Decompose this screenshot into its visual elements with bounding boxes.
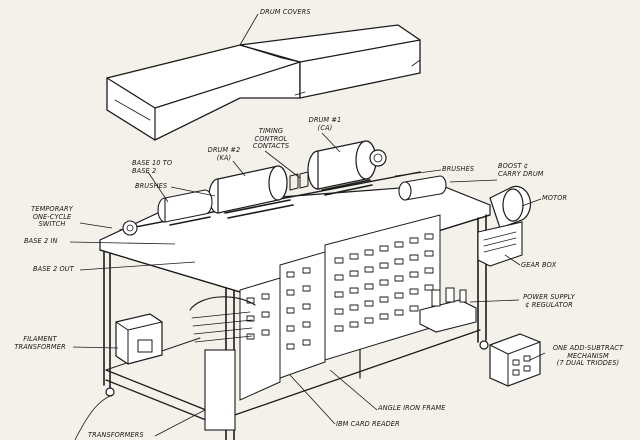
label-drum-covers: DRUM COVERS xyxy=(260,8,311,16)
label-angle-iron-frame: ANGLE IRON FRAME xyxy=(378,404,446,412)
label-ibm-card-reader: IBM CARD READER xyxy=(336,420,400,428)
label-temporary-one-cycle-switch: TEMPORARY ONE-CYCLE SWITCH xyxy=(31,205,73,229)
label-boost-carry-drum: BOOST ¢ CARRY DRUM xyxy=(498,162,544,178)
label-power-supply-regulator: POWER SUPPLY ¢ REGULATOR xyxy=(523,293,575,309)
label-one-add-subtract-mechanism: ONE ADD-SUBTRACT MECHANISM (7 DUAL TRIOD… xyxy=(552,344,624,368)
label-brushes-left: BRUSHES xyxy=(135,182,168,190)
drum-assembly-illustration xyxy=(119,140,421,236)
label-base-2-in: BASE 2 IN xyxy=(24,237,58,245)
label-timing-control-contacts: TIMING CONTROL CONTACTS xyxy=(252,127,290,151)
label-drum-1: DRUM #1 (CA) xyxy=(308,116,342,132)
power-supply-illustration xyxy=(419,287,477,333)
label-motor: MOTOR xyxy=(542,194,568,202)
label-drum-2: DRUM #2 (KA) xyxy=(207,146,241,162)
add-subtract-module-illustration xyxy=(489,333,541,387)
drum-covers-illustration xyxy=(106,13,421,141)
leader-lines xyxy=(69,132,546,440)
label-transformers: TRANSFORMERS xyxy=(88,431,144,439)
label-gear-box: GEAR BOX xyxy=(521,261,557,269)
vacuum-tube-panels-illustration xyxy=(239,214,441,401)
label-brushes-right: BRUSHES xyxy=(442,165,475,173)
label-filament-transformer: FILAMENT TRANSFORMER xyxy=(14,335,66,351)
motor-gearbox-illustration xyxy=(398,175,532,267)
filament-transformer-illustration xyxy=(115,313,163,365)
label-base-10-to-base-2: BASE 10 TO BASE 2 xyxy=(132,159,173,175)
card-reader-illustration xyxy=(189,296,256,431)
label-base-2-out: BASE 2 OUT xyxy=(33,265,74,273)
